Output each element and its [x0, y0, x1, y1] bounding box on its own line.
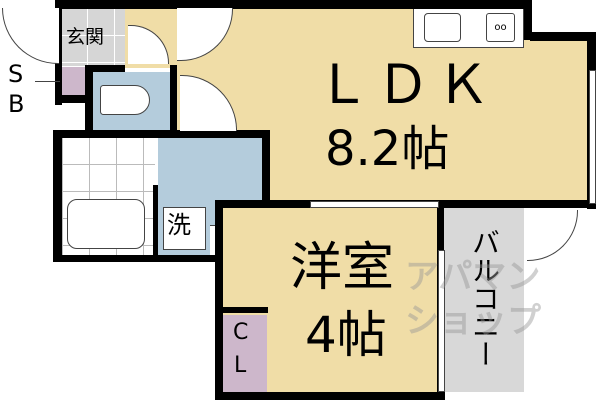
wall	[262, 130, 270, 205]
kitchen-counter: oo	[413, 8, 524, 48]
wall	[53, 130, 269, 138]
outside-corner	[532, 0, 600, 33]
wall	[222, 307, 268, 313]
watermark: アパマンショップ	[405, 257, 541, 341]
sb-leader-line	[35, 81, 60, 82]
window	[438, 250, 445, 392]
wall	[215, 392, 445, 400]
kitchen-wall	[524, 0, 532, 40]
wall	[153, 185, 158, 257]
ldk-name: ＬＤＫ	[316, 53, 496, 116]
closet-label-c: C	[233, 320, 249, 345]
shoe-box	[60, 67, 85, 95]
toilet-icon	[100, 85, 150, 115]
washroom-label: 洗	[167, 211, 191, 239]
wall	[530, 32, 596, 41]
washing-machine-spot	[163, 207, 206, 250]
ldk-size: 8.2帖	[325, 121, 450, 177]
shoe-box-label-b: B	[8, 90, 25, 118]
balcony-door[interactable]	[527, 210, 578, 261]
shoe-box-label-s: S	[8, 60, 24, 88]
stove-icon: oo	[486, 13, 515, 42]
closet-label-l: L	[234, 353, 247, 378]
wall	[53, 255, 223, 262]
window	[589, 70, 596, 204]
wall	[55, 95, 93, 103]
western-room-size: 4帖	[305, 306, 387, 364]
closet	[222, 315, 267, 392]
balcony-label: バルコニー	[468, 228, 501, 368]
wall	[85, 65, 93, 137]
western-room-name: 洋室	[290, 238, 395, 298]
wall	[85, 65, 125, 72]
balcony	[444, 208, 524, 392]
bathtub-icon	[67, 199, 145, 249]
bathroom	[62, 137, 155, 255]
sink-icon	[424, 13, 461, 42]
toilet-room	[92, 72, 170, 130]
wall	[53, 130, 62, 262]
window	[310, 201, 439, 208]
wall	[215, 200, 223, 400]
entrance-label: 玄関	[66, 26, 105, 48]
wall	[55, 0, 530, 9]
entrance-door[interactable]	[2, 8, 59, 64]
entrance-floor	[60, 8, 125, 66]
wall	[170, 65, 177, 137]
